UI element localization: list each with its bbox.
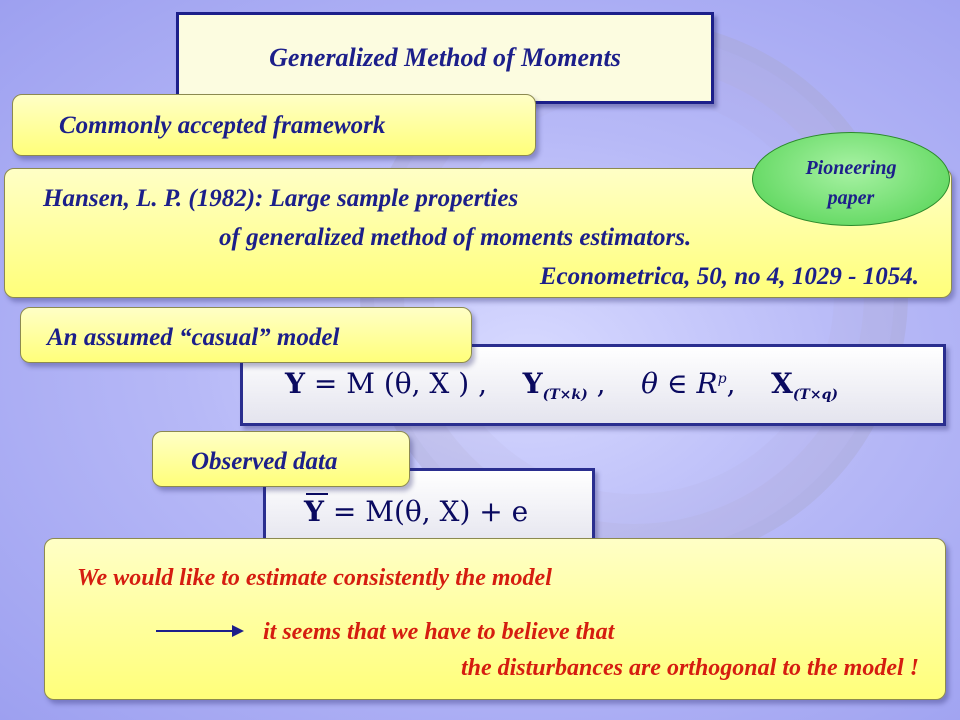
reference-line-1: Hansen, L. P. (1982): Large sample prope… [43, 185, 519, 212]
model-label: An assumed “casual” model [47, 324, 340, 351]
eq1-rhs: = M (θ, X ) , [313, 367, 487, 400]
eq1-comma: , [596, 367, 606, 400]
page-title: Generalized Method of Moments [269, 43, 621, 72]
pioneering-paper-badge: Pioneering paper [752, 132, 950, 226]
eq1-comma-2: , [726, 367, 736, 400]
eq2-y: Y [304, 495, 324, 528]
badge-line-1: Pioneering [805, 157, 897, 179]
eq1-theta-dim: p [717, 371, 727, 387]
badge-line-2: paper [827, 187, 875, 209]
observed-label-box: Observed data [152, 431, 410, 487]
y-overline [306, 493, 328, 495]
model-label-box: An assumed “casual” model [20, 307, 472, 363]
observed-equation: Y = M(θ, X) + e [304, 495, 528, 528]
eq1-y-dim: (T×k) [542, 387, 588, 403]
conclusion-line-2: it seems that we have to believe that [263, 619, 615, 645]
arrow-right-icon [156, 625, 244, 637]
eq1-y-dim-base: Y [522, 367, 543, 400]
eq1-x-dim: (T×q) [792, 387, 838, 403]
conclusion-line-3: the disturbances are orthogonal to the m… [460, 655, 919, 681]
observed-label: Observed data [191, 448, 338, 475]
eq1-x-dim-base: X [771, 367, 793, 400]
eq1-theta-domain: θ ∈ R [641, 367, 718, 400]
eq2-rhs: = M(θ, X) + e [332, 495, 529, 528]
model-equation: Y = M (θ, X ) , Y(T×k) , θ ∈ Rp, X(T×q) [285, 367, 838, 403]
framework-label: Commonly accepted framework [59, 112, 386, 139]
conclusion-box: We would like to estimate consistently t… [44, 538, 946, 700]
eq1-y: Y [285, 367, 305, 400]
framework-label-box: Commonly accepted framework [12, 94, 536, 156]
reference-line-3: Econometrica, 50, no 4, 1029 - 1054. [539, 263, 919, 290]
title-box: Generalized Method of Moments [176, 12, 714, 104]
reference-line-2: of generalized method of moments estimat… [219, 224, 692, 251]
conclusion-line-1: We would like to estimate consistently t… [77, 565, 552, 591]
